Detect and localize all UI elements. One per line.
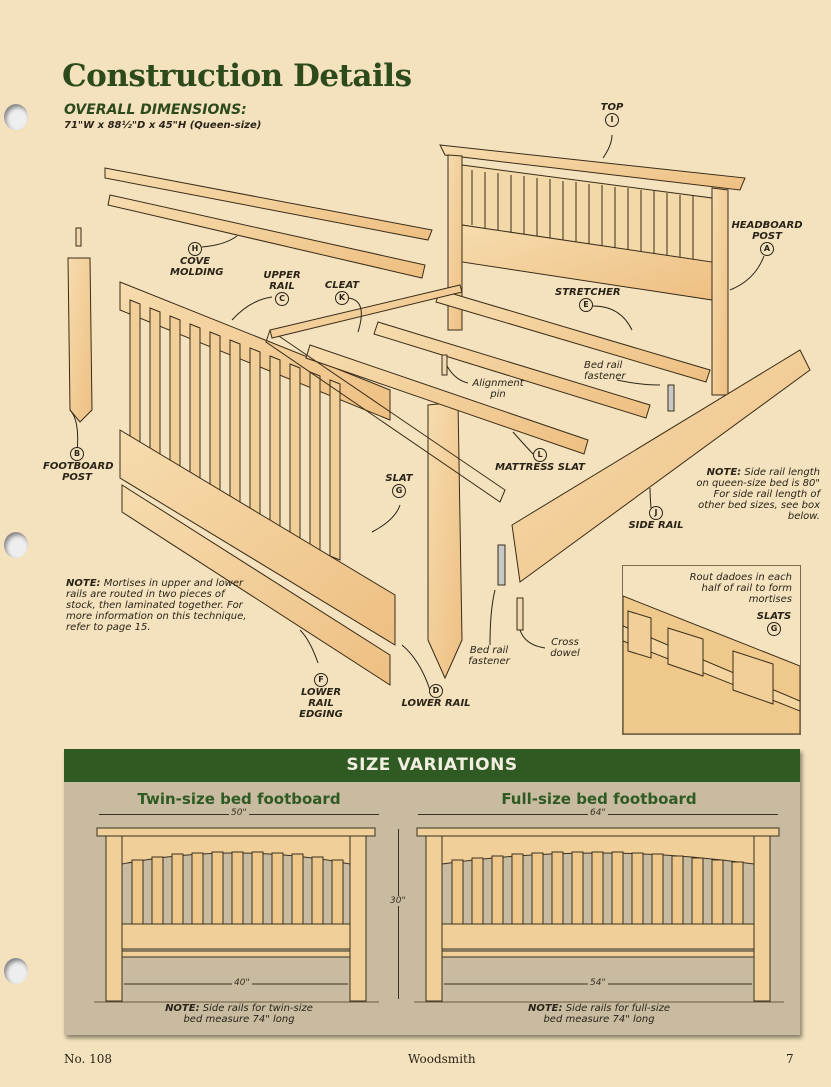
label-cove-molding: H COVE MOLDING <box>170 242 224 278</box>
height-dimension-line <box>398 829 399 999</box>
part-badge: E <box>579 298 593 312</box>
side-rail-note: NOTE: Side rail length on queen-size bed… <box>696 467 820 522</box>
binder-hole <box>4 104 28 130</box>
part-badge: F <box>314 673 328 687</box>
label-side-rail: J SIDE RAIL <box>628 506 684 531</box>
full-footboard-illustration <box>414 827 784 1003</box>
part-badge: H <box>188 242 202 256</box>
size-variations-heading: SIZE VARIATIONS <box>64 749 800 782</box>
label-mattress-slat: L MATTRESS SLAT <box>495 448 585 473</box>
mortise-detail-illustration <box>623 595 800 734</box>
twin-note: NOTE: Side rails for twin-size bed measu… <box>165 1003 313 1025</box>
label-headboard-post: HEADBOARD POST A <box>728 220 806 256</box>
twin-inner-dimension: 40" <box>232 978 252 988</box>
part-badge: G <box>767 622 781 636</box>
full-inner-dimension: 54" <box>588 978 608 988</box>
binder-hole <box>4 532 28 558</box>
full-note: NOTE: Side rails for full-size bed measu… <box>527 1003 671 1025</box>
mortise-note: NOTE: Mortises in upper and lower rails … <box>66 578 247 633</box>
binder-hole <box>4 958 28 984</box>
label-cross-dowel: Cross dowel <box>550 637 580 659</box>
label-top: TOP I <box>597 102 627 127</box>
label-footboard-post: B FOOTBOARD POST <box>43 447 114 483</box>
part-badge: C <box>275 292 289 306</box>
full-overall-dimension: 64" <box>418 808 778 820</box>
twin-title: Twin-size bed footboard <box>137 790 341 808</box>
label-bed-rail-fastener-top: Bed rail fastener <box>584 360 626 382</box>
exploded-bed-diagram <box>67 134 811 691</box>
part-badge: L <box>533 448 547 462</box>
part-badge: D <box>429 684 443 698</box>
label-stretcher: STRETCHER E <box>555 287 621 312</box>
full-title: Full-size bed footboard <box>501 790 697 808</box>
overall-dimensions-value: 71"W x 88½"D x 45"H (Queen-size) <box>64 120 262 131</box>
part-badge: G <box>392 484 406 498</box>
overall-dimensions-heading: OVERALL DIMENSIONS: <box>64 102 247 118</box>
page-title: Construction Details <box>62 58 412 94</box>
part-badge: K <box>335 291 349 305</box>
twin-overall-dimension: 50" <box>99 808 379 820</box>
mortise-detail-inset: Rout dadoes in each half of rail to form… <box>622 565 801 735</box>
label-lower-rail: D LOWER RAIL <box>401 684 471 709</box>
page-number: 7 <box>786 1052 794 1066</box>
label-bed-rail-fastener-bottom: Bed rail fastener <box>468 645 510 667</box>
issue-number: No. 108 <box>64 1052 113 1066</box>
height-dimension: 30" <box>388 896 408 906</box>
label-cleat: CLEAT K <box>322 280 362 305</box>
inset-caption: Rout dadoes in each half of rail to form… <box>689 572 792 605</box>
label-upper-rail: UPPER RAIL C <box>262 270 302 306</box>
part-badge: B <box>70 447 84 461</box>
part-badge: I <box>605 113 619 127</box>
label-slats: SLATS G <box>754 611 794 636</box>
twin-footboard-illustration <box>94 827 379 1003</box>
label-lower-rail-edging: F LOWER RAIL EDGING <box>299 673 343 720</box>
label-alignment-pin: Alignment pin <box>472 378 524 400</box>
size-variations-box: SIZE VARIATIONS Twin-size bed footboard … <box>64 749 800 1035</box>
label-slat: SLAT G <box>384 473 414 498</box>
part-badge: J <box>649 506 663 520</box>
part-badge: A <box>760 242 774 256</box>
magazine-name: Woodsmith <box>408 1052 476 1066</box>
